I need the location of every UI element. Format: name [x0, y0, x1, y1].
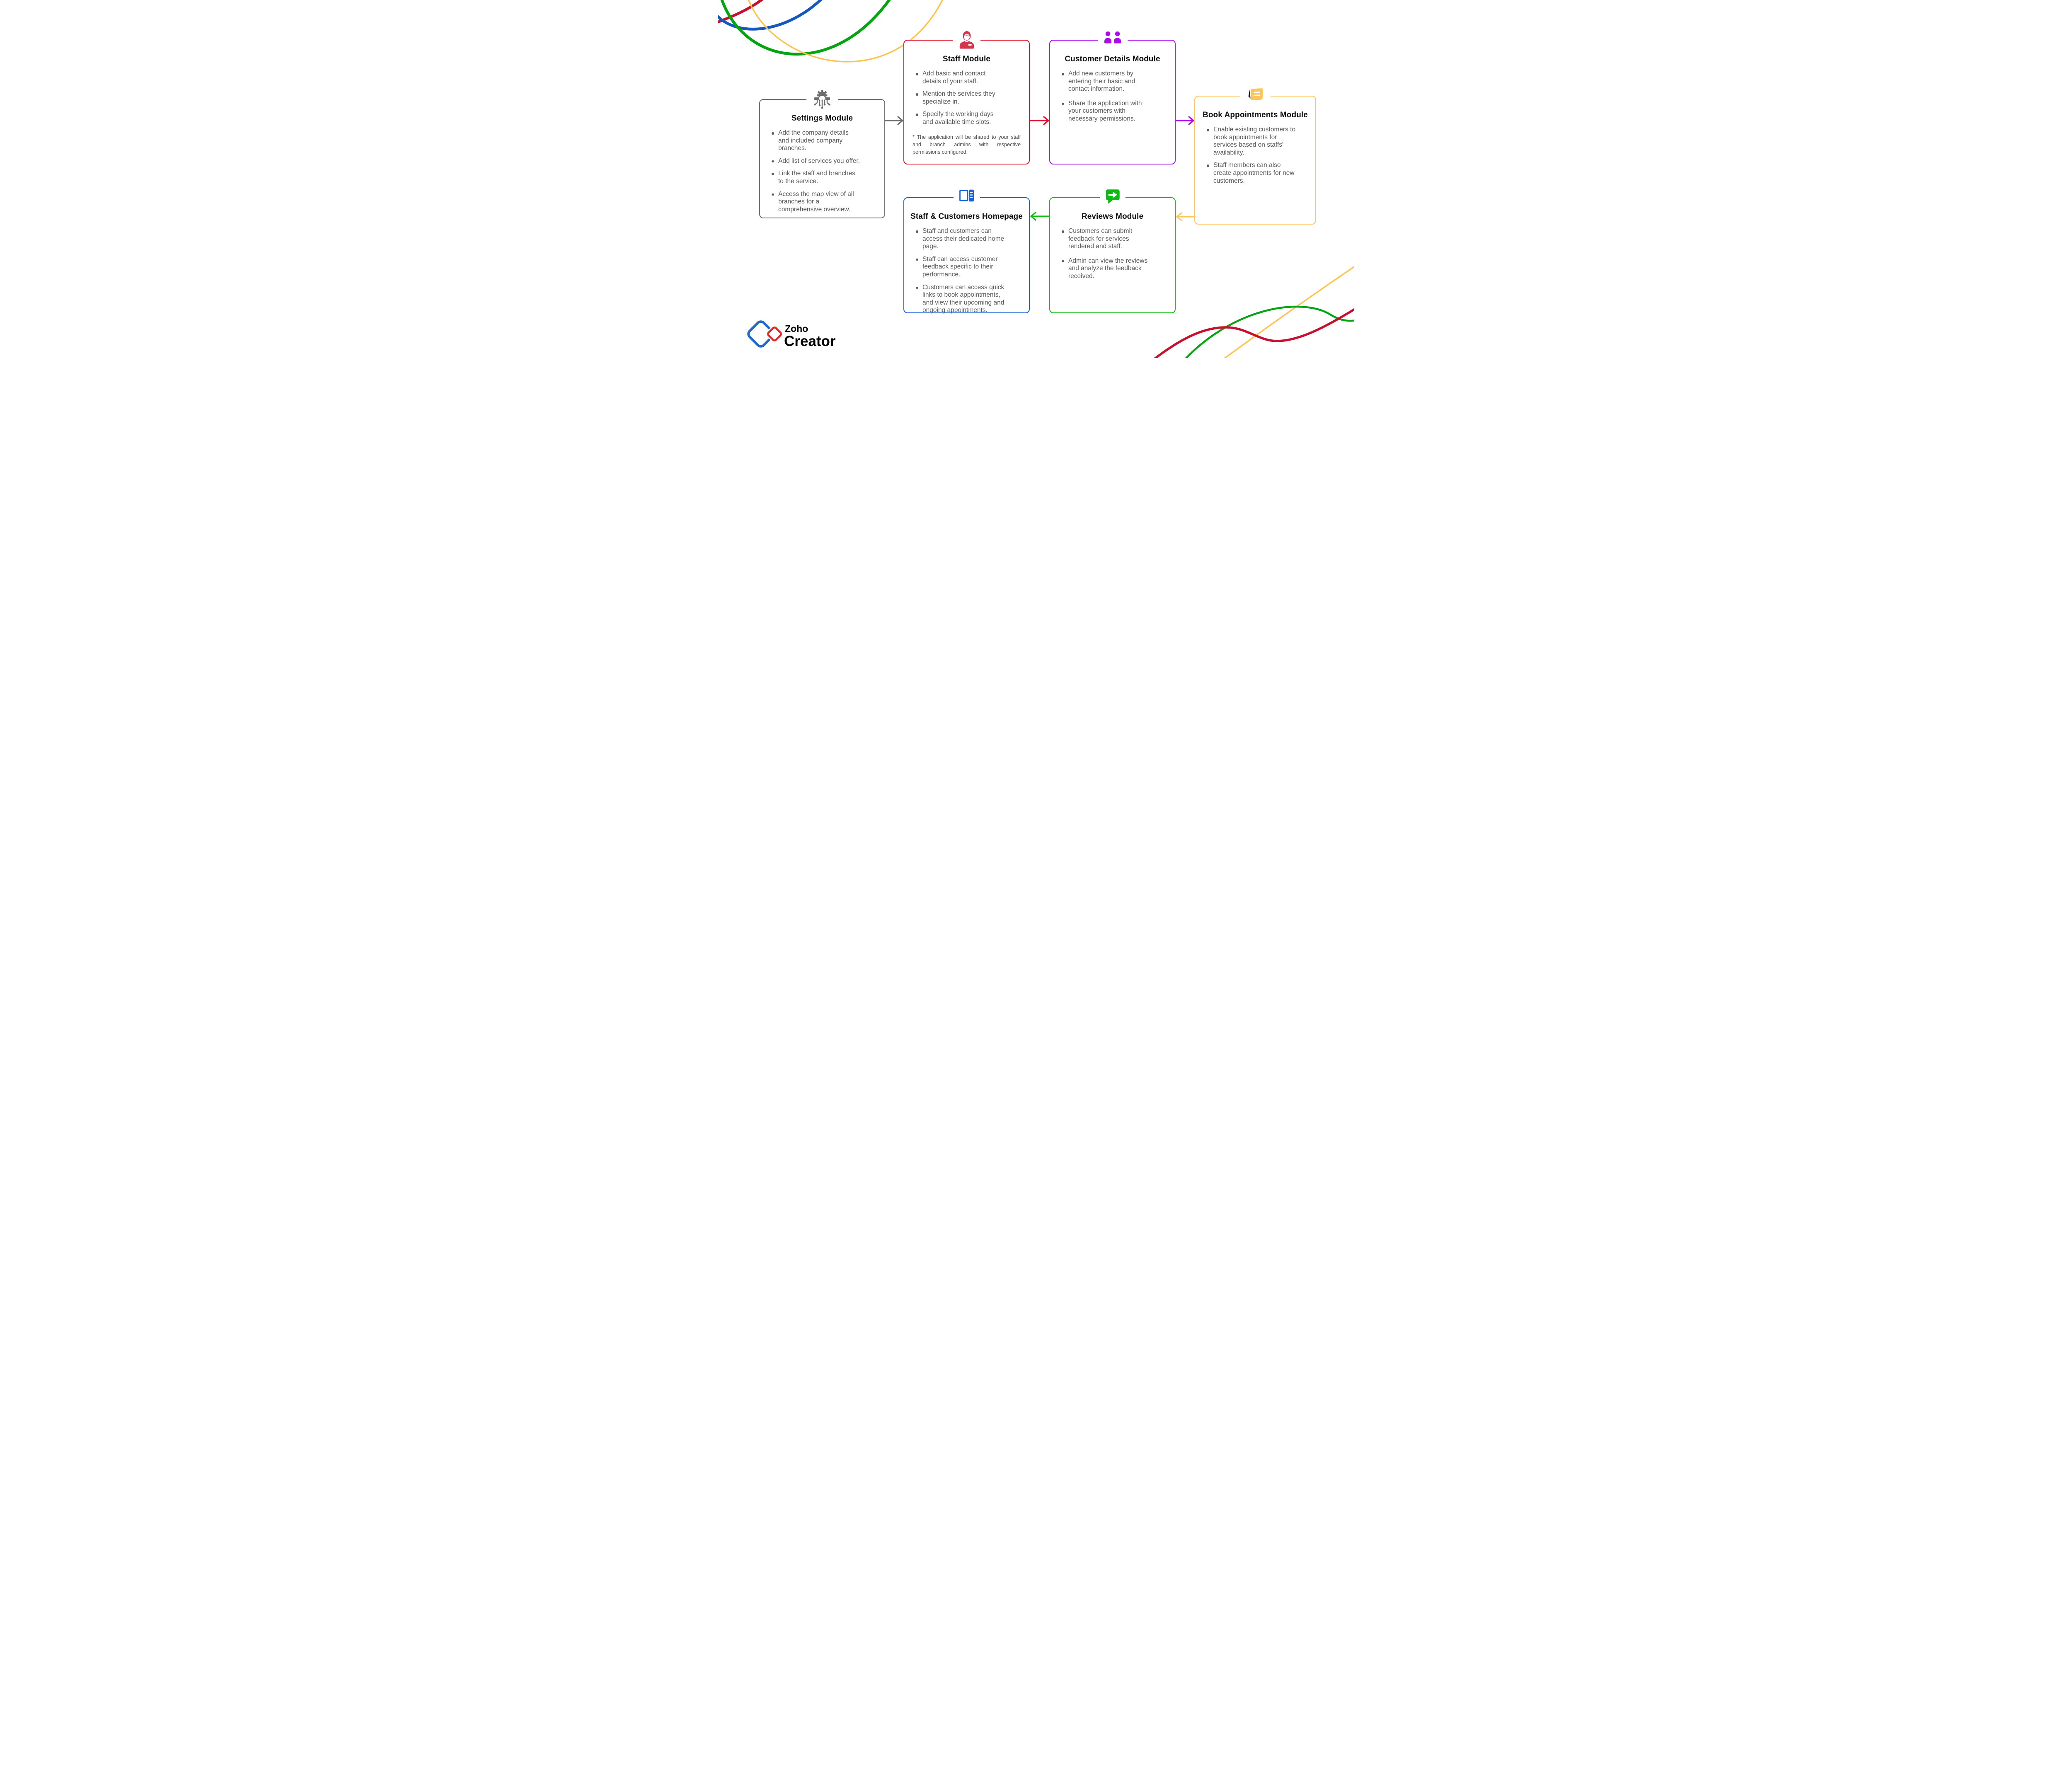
zoho-creator-logo: Zoho Creator — [742, 317, 845, 353]
infographic-canvas: Settings Module Add the company details … — [718, 0, 1354, 358]
module-card-reviews: Reviews Module Customers can submit feed… — [1049, 188, 1176, 313]
bullet-item: Add new customers by entering their basi… — [1061, 70, 1164, 93]
logo-text-creator: Creator — [784, 333, 836, 349]
module-card-staff: Staff Module Add basic and contact detai… — [903, 31, 1030, 164]
reviews-chat-arrow-icon — [1106, 189, 1120, 204]
module-title: Customer Details Module — [1065, 55, 1160, 63]
module-title: Book Appointments Module — [1203, 111, 1308, 119]
bullet-item: Staff can access customer feedback speci… — [915, 256, 1018, 279]
module-title: Staff Module — [942, 55, 991, 63]
zoho-logo-icon — [747, 320, 783, 348]
module-title: Settings Module — [791, 114, 853, 123]
bullet-item: Link the staff and branches to the servi… — [771, 170, 874, 185]
bullet-item: Add the company details and included com… — [771, 129, 874, 152]
module-card-homepage: Staff & Customers Homepage Staff and cus… — [903, 188, 1030, 314]
module-bullet-list: Add the company details and included com… — [771, 129, 874, 218]
bullet-item: Access the map view of all branches for … — [771, 191, 874, 214]
module-bullet-list: Add basic and contact details of your st… — [915, 70, 1018, 131]
settings-gear-circuit-icon — [814, 90, 830, 109]
module-title: Reviews Module — [1081, 212, 1144, 221]
bullet-item: Specify the working days and available t… — [915, 111, 1018, 126]
module-card-settings: Settings Module Add the company details … — [759, 90, 885, 218]
flow-arrow-reviews-to-homepage — [1029, 211, 1050, 221]
appointments-note-pen-icon — [1248, 88, 1263, 101]
flow-arrow-staff-to-customers — [1029, 116, 1051, 126]
module-footnote: * The application will be shared to your… — [913, 134, 1021, 155]
bullet-item: Customers can submit feedback for servic… — [1061, 227, 1164, 251]
module-bullet-list: Staff and customers can access their ded… — [915, 227, 1018, 319]
module-bullet-list: Enable existing customers to book appoin… — [1206, 126, 1305, 190]
logo-text-zoho: Zoho — [785, 323, 808, 334]
flow-arrow-settings-to-staff — [884, 116, 905, 126]
bullet-item: Enable existing customers to book appoin… — [1206, 126, 1305, 157]
bullet-item: Admin can view the reviews and analyze t… — [1061, 257, 1164, 281]
customers-people-icon — [1104, 31, 1121, 44]
homepage-layout-icon — [959, 189, 974, 202]
module-bullet-list: Customers can submit feedback for servic… — [1061, 227, 1164, 287]
bullet-item: Add basic and contact details of your st… — [915, 70, 1018, 85]
staff-person-icon — [959, 31, 974, 49]
module-title: Staff & Customers Homepage — [910, 212, 1023, 221]
bullet-item: Share the application with your customer… — [1061, 100, 1164, 123]
module-card-book-appointments: Book Appointments Module Enable existing… — [1194, 87, 1316, 225]
bullet-item: Customers can access quick links to book… — [915, 284, 1018, 314]
bullet-item: Staff members can also create appointmen… — [1206, 162, 1305, 185]
bullet-item: Mention the services they specialize in. — [915, 90, 1018, 106]
flow-arrow-book-to-reviews — [1175, 212, 1196, 222]
bullet-item: Add list of services you offer. — [771, 157, 874, 165]
flow-arrow-customers-to-book — [1175, 116, 1196, 126]
module-card-customer-details: Customer Details Module Add new customer… — [1049, 31, 1176, 164]
bullet-item: Staff and customers can access their ded… — [915, 227, 1018, 251]
module-bullet-list: Add new customers by entering their basi… — [1061, 70, 1164, 130]
